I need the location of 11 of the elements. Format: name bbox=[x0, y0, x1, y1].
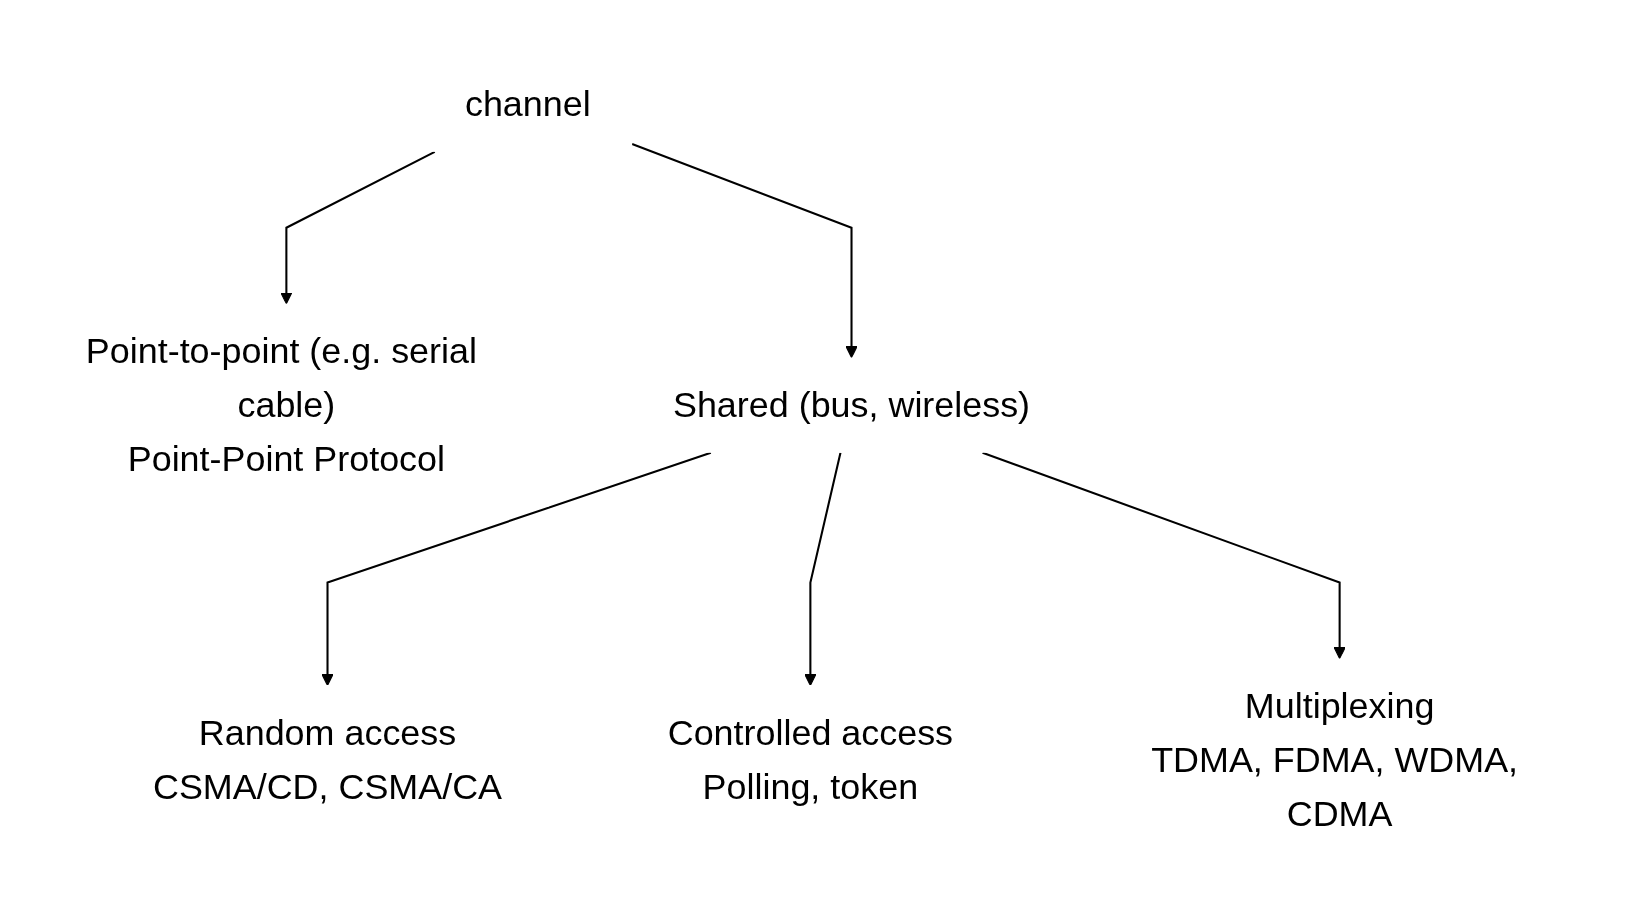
arrow bbox=[631, 142, 858, 358]
arrow bbox=[982, 451, 1346, 659]
node-text: Shared (bus, wireless) bbox=[672, 383, 1031, 425]
arrow bbox=[280, 150, 436, 304]
node-text: Point-to-point (e.g. serial cable) Point-Point Protocol bbox=[85, 329, 477, 479]
node-text: Multiplexing TDMA, FDMA, WDMA, CDMA bbox=[1151, 684, 1519, 834]
node-text: Controlled access Polling, token bbox=[667, 711, 954, 807]
arrow bbox=[321, 451, 712, 686]
arrow bbox=[804, 452, 842, 686]
node-text: Random access CSMA/CD, CSMA/CA bbox=[152, 711, 503, 807]
node-text: channel bbox=[464, 82, 591, 124]
